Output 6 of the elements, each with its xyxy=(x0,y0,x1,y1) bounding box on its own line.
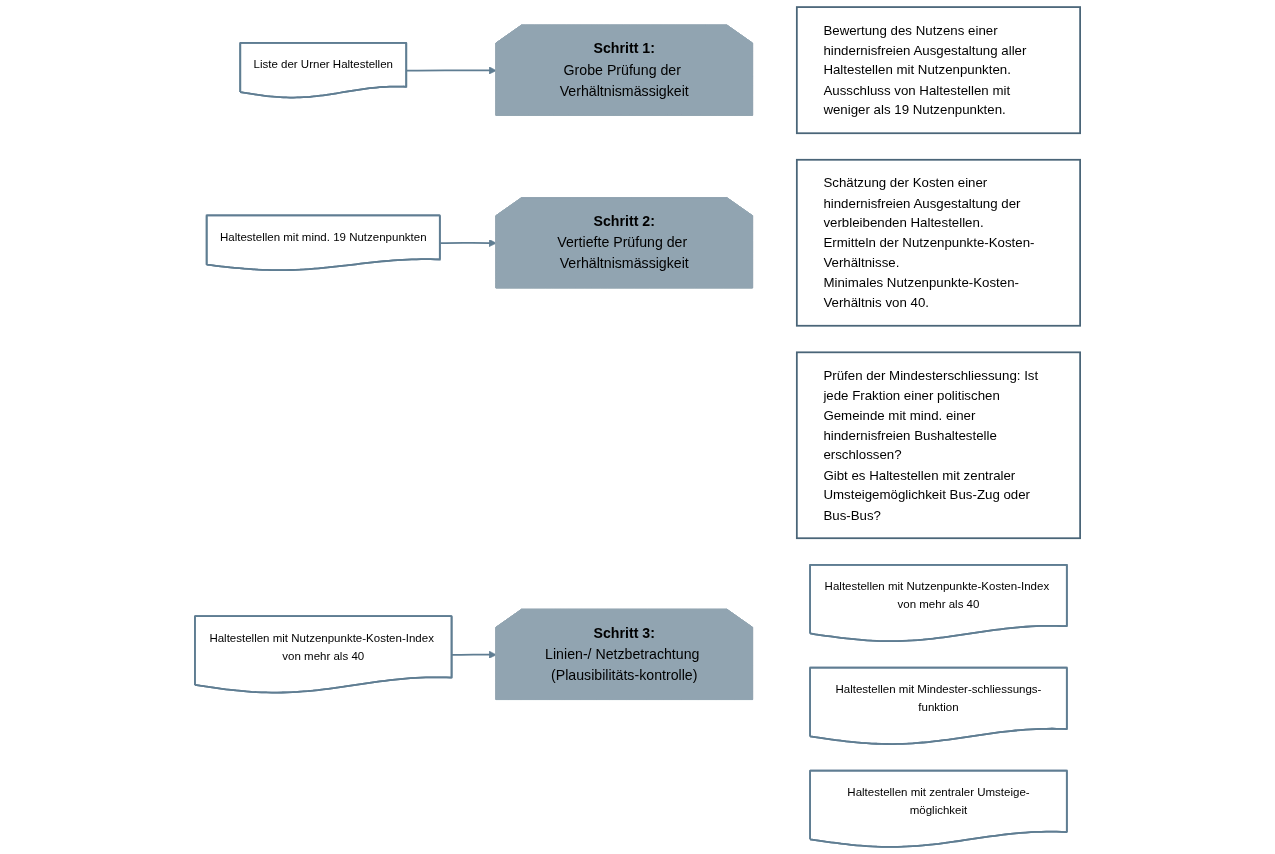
arrow xyxy=(405,66,497,75)
node-box: Bewertung des Nutzens einer hindernisfreien Ausgestaltung aller Haltestellen mit Nutzenpunkten. Ausschluss von Haltestellen mit weniger als 19 Nutzenpunkten. xyxy=(795,6,1081,135)
node-box: Prüfen der Mindesterschliessung: Ist jede Fraktion einer politischen Gemeinde mit mind. einer hindernisfreien Bushaltestelle erschlossen? Gibt es Haltestellen mit zentraler Umsteigemöglichkeit Bus-Zug oder Bus-Bus? xyxy=(795,351,1081,540)
arrow xyxy=(451,650,497,659)
arrow xyxy=(439,239,497,247)
node-box: Schätzung der Kosten einer hindernisfreien Ausgestaltung der verbleibenden Haltestellen. Ermitteln der Nutzenpunkte-Kosten-Verhältnisse. Minimales Nutzenpunkte-Kosten-Verhältnis von 40. xyxy=(795,158,1081,327)
